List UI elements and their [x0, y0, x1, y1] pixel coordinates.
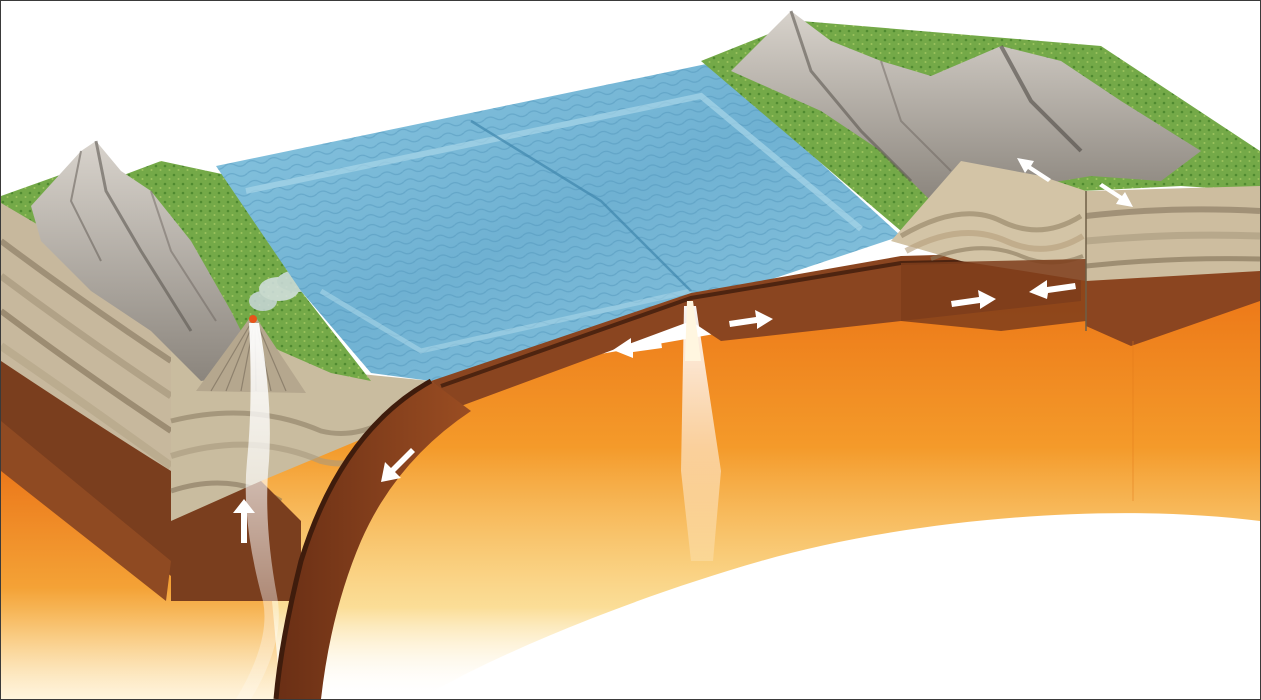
crater	[249, 315, 257, 323]
